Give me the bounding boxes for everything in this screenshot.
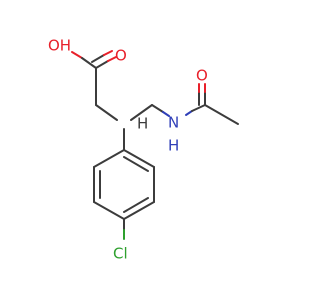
bond-ch2-n <box>151 104 164 113</box>
bond-n-c-amide-n <box>185 110 193 116</box>
bond-acid-c-o-2 <box>91 54 105 63</box>
ring-inner-bond-1 <box>123 156 149 172</box>
bond-acid-c-o-1 <box>95 60 109 69</box>
bond-c-oh <box>71 51 83 59</box>
label-hydroxyl-oh: OH <box>48 37 71 55</box>
bond-acid-c-o-1-o <box>107 56 117 62</box>
ring-bond-4 <box>93 201 125 220</box>
chemical-structure-diagram: OH O O N H H Cl <box>48 37 239 263</box>
bond-amide-c-methyl <box>204 104 239 125</box>
bond-c-oh-carbon-part <box>81 57 97 69</box>
label-amide-carbonyl-o: O <box>196 67 208 85</box>
bond-ch2-n-n <box>162 111 170 117</box>
bond-n-c-amide <box>191 104 206 112</box>
ring-inner-bond-2 <box>123 197 149 213</box>
bond-acid-c-o-2-o <box>103 50 113 56</box>
label-stereocenter-h: H <box>137 115 148 133</box>
bond-ch-ch2n <box>130 104 153 121</box>
label-acid-carbonyl-o: O <box>115 47 127 65</box>
bond-ch2-ch <box>95 104 118 121</box>
ring-bond-1 <box>123 149 155 168</box>
label-chlorine: Cl <box>113 245 128 263</box>
ring-bond-3 <box>123 201 155 220</box>
label-amide-n: N <box>168 114 179 132</box>
label-amide-h: H <box>168 137 179 155</box>
ring-bond-6 <box>93 149 125 168</box>
